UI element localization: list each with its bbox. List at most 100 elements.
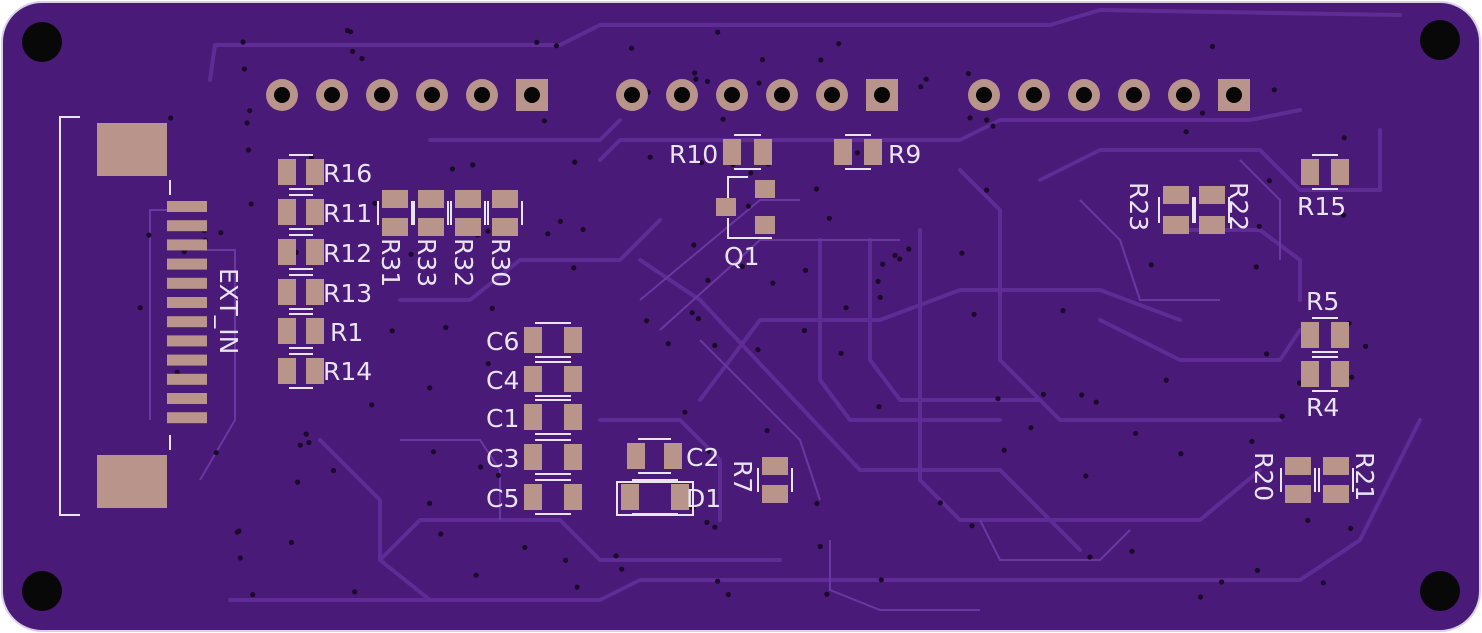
via <box>628 45 635 51</box>
label-c2: C2 <box>686 443 719 472</box>
silk-outline <box>377 201 413 225</box>
via <box>234 529 240 535</box>
via <box>137 305 143 311</box>
component-r15 <box>1301 154 1349 190</box>
via <box>443 324 449 331</box>
silk-outline <box>535 399 571 435</box>
via <box>574 584 580 590</box>
ext-in-connector: EXT_IN <box>59 116 243 516</box>
via <box>854 150 861 156</box>
smd-pad <box>418 190 444 208</box>
smd-pad <box>1285 457 1311 475</box>
smd-pad <box>754 139 772 165</box>
via <box>814 500 820 507</box>
via <box>712 524 718 530</box>
via <box>545 231 551 237</box>
component-c3 <box>524 439 582 475</box>
smd-pad <box>1199 216 1225 234</box>
silk-outline <box>1280 468 1316 492</box>
component-r31 <box>377 190 413 236</box>
label-r31: R31 <box>376 238 405 287</box>
via <box>1266 178 1272 184</box>
mounting-hole-bottom-right <box>1420 571 1460 611</box>
via <box>218 230 224 236</box>
via <box>984 187 990 193</box>
via <box>880 261 886 267</box>
fpc-pad <box>167 335 207 347</box>
via <box>534 39 540 45</box>
via <box>247 108 253 114</box>
smd-pad <box>1163 216 1189 234</box>
via <box>892 252 898 258</box>
via <box>553 43 560 49</box>
fpc-pad <box>167 412 207 424</box>
via <box>802 267 809 273</box>
via <box>1249 438 1255 444</box>
silk-outline <box>289 274 313 310</box>
via <box>1256 223 1262 229</box>
connector-outline <box>59 116 171 516</box>
component-r20 <box>1280 457 1316 503</box>
via <box>1199 110 1206 116</box>
silk-outline <box>535 479 571 515</box>
silk-outline <box>289 154 313 190</box>
via <box>1060 307 1066 314</box>
via <box>764 428 770 434</box>
fpc-pad <box>167 239 207 251</box>
via <box>971 311 977 317</box>
via <box>759 57 766 63</box>
via <box>756 80 762 86</box>
silkscreen-labels: R16 R11 R12 R13 R1 R14 R31 R33 R32 R30 C… <box>323 140 1379 513</box>
pin-header-2 <box>616 79 898 111</box>
smd-pad <box>621 484 639 510</box>
via <box>372 200 378 206</box>
q1-pad-2 <box>755 180 775 198</box>
smd-pad <box>564 366 582 392</box>
label-r21: R21 <box>1350 452 1379 501</box>
via <box>237 555 243 561</box>
via <box>1279 413 1285 419</box>
via <box>1183 129 1189 135</box>
via <box>1296 380 1303 386</box>
smd-pad <box>1301 361 1319 387</box>
via <box>240 39 246 45</box>
via <box>495 472 501 478</box>
header-pin-hole <box>624 87 640 103</box>
via <box>369 402 375 408</box>
label-r5: R5 <box>1306 287 1339 316</box>
smd-pad <box>492 190 518 208</box>
via <box>876 404 882 410</box>
q1-outline <box>727 176 772 239</box>
via <box>1320 580 1326 586</box>
via <box>1087 554 1093 560</box>
via <box>704 78 711 84</box>
silk-outline <box>1318 468 1354 492</box>
fpc-pad <box>167 354 207 366</box>
via <box>715 578 721 584</box>
via <box>693 76 699 82</box>
label-q1: Q1 <box>724 242 760 271</box>
via <box>1363 343 1369 349</box>
via <box>438 531 444 537</box>
via <box>427 500 433 506</box>
fpc-pad <box>167 316 207 328</box>
pin-headers <box>266 79 1250 111</box>
via <box>826 215 832 221</box>
label-d1: D1 <box>686 484 721 513</box>
label-r13: R13 <box>323 279 372 308</box>
via <box>984 117 990 123</box>
component-r7 <box>757 457 793 503</box>
via <box>706 448 712 454</box>
via <box>330 467 337 474</box>
silk-outline <box>1312 356 1338 392</box>
smd-pad <box>278 199 296 225</box>
via <box>580 226 586 233</box>
via <box>818 57 824 63</box>
via <box>1305 517 1311 524</box>
silk-outline <box>1312 154 1338 190</box>
header-pin-hole <box>724 87 740 103</box>
via <box>571 265 577 271</box>
via <box>1197 594 1203 600</box>
via <box>295 479 301 485</box>
via <box>146 232 152 238</box>
